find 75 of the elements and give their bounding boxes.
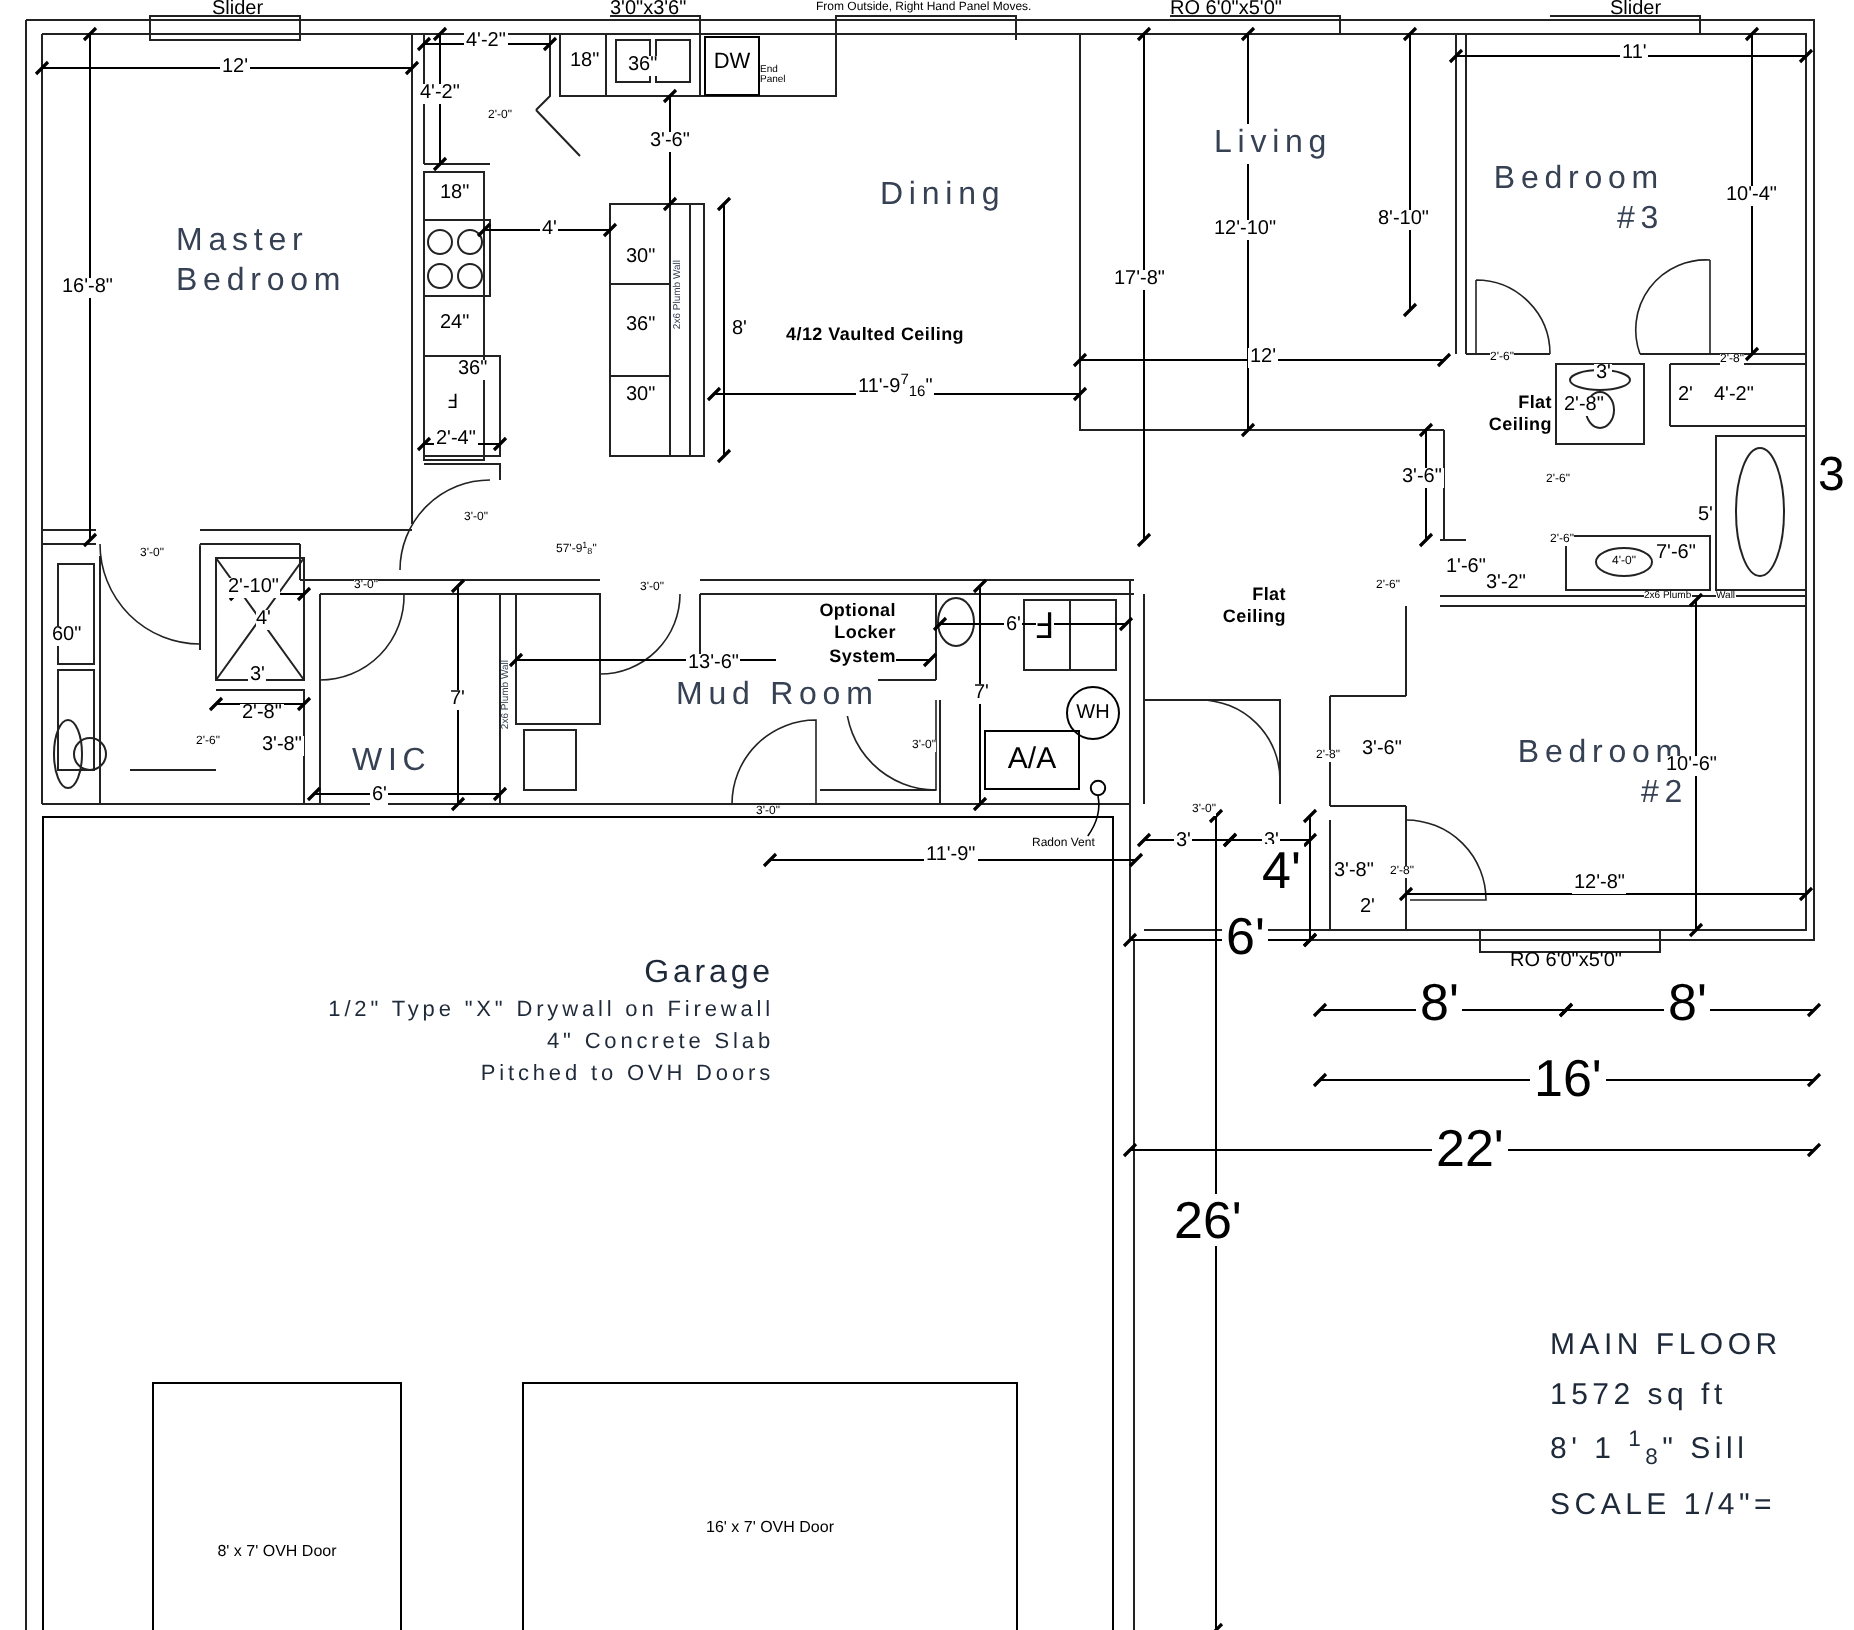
dimension-text: 1'-6" [1444,558,1488,578]
dimension-text: 30" [626,386,656,406]
garage-note: 4" Concrete Slab [546,1032,774,1054]
dimension-text: 2' [1358,898,1377,918]
dimension-text: 11'-9$^{7}$$_{16}$" [856,378,935,398]
garage-note: Pitched to OVH Doors [480,1064,774,1086]
dimension-text: 3' [1594,364,1613,384]
dimension-text: 13'-6" [686,654,741,674]
dimension-text: Ⅎ [448,394,458,414]
dimension-text: 36" [626,316,656,336]
dimension-text: 4'-2" [464,32,508,52]
window-note: Slider [212,0,264,20]
dimension-text: Ⅎ [1036,608,1054,644]
dimension-text: 60" [52,626,82,646]
dimension-text: 18" [440,184,470,204]
dimension-text: 12' [1248,348,1279,368]
room-name: Mud Room [676,676,879,716]
window-note: Slider [1610,0,1662,20]
dimension-text: 36" [628,56,658,76]
dimension-text: 18" [570,52,600,72]
dimension-text: 8' [730,320,749,340]
title-note: 1572 sq ft [1550,1380,1727,1410]
dimension-text: 3'-6" [648,132,692,152]
dimension-text: 3'-8" [260,736,304,756]
garage-area [42,816,1114,1630]
dimension-text: 36" [458,360,488,380]
air-handler-box: A/A [984,730,1080,790]
dimension-text: 4'-2" [418,84,462,104]
window-note: RO 6'0"x5'0" [1170,0,1282,20]
vent-circle [1090,780,1106,796]
dimension-text: 3' [1174,832,1193,852]
window-note: 3 [1818,452,1845,500]
dimension-text: 12'-10" [1212,220,1279,240]
dimension-text: 2'-8" [1562,396,1606,416]
dimension-text: 6' [1004,616,1023,636]
dimension-text: 12' [220,58,251,78]
dimension-text: 3'-6" [1360,740,1404,760]
dimension-text: 11' [1620,44,1649,64]
dimension-text: 24" [440,314,470,334]
garage-note: 1/2" Type "X" Drywall on Firewall [328,1000,774,1022]
title-note: MAIN FLOOR [1550,1330,1782,1360]
dimension-text: 7' [448,690,467,710]
dimension-text: 2' [1676,386,1695,406]
dimension-text: 4'-2" [1712,386,1756,406]
ceiling-note: 4/12 Vaulted Ceiling [786,324,965,347]
dimension-text: 2'-10" [226,578,281,598]
dimension-text: 2'-8" [240,704,284,724]
title-note: SCALE 1/4"= [1550,1490,1777,1520]
dimension-text: 2'-4" [434,430,478,450]
dimension-text: 5' [1696,506,1715,526]
dimension-text: 30" [626,248,656,268]
dimension-text: 4' [256,610,271,630]
dimension-text: 26' [1170,1194,1246,1246]
dimension-text: 3' [248,666,267,686]
dimension-text: 7' [972,684,991,704]
dimension-text: 4' [540,220,559,240]
window-note: RO 6'0"x5'0" [1510,952,1622,972]
dimension-text: 16'-8" [60,278,115,298]
dimension-text: 8'-10" [1376,210,1431,230]
garage-door: 8' x 7' OVH Door [152,1382,402,1630]
dimension-text: 17'-8" [1112,270,1167,290]
dimension-text: 3'-6" [1400,468,1444,488]
ceiling-note: Optional Locker System [776,600,896,668]
title-note: 8' 1 $^{1}$$_{8}$" Sill [1550,1434,1749,1464]
window-note: 3'0"x3'6" [610,0,687,20]
dimension-text: 10'-4" [1724,186,1779,206]
dimension-text: 3'-8" [1332,862,1376,882]
leader-line [1087,795,1100,837]
area-name: Garage [644,958,774,990]
dimension-text: 11'-9" [924,846,978,866]
dimension-text: 6' [370,786,389,806]
dimension-text: 7'-6" [1654,544,1698,564]
dimension-text: 12'-8" [1572,874,1627,894]
dimension-text: 3'-2" [1484,574,1528,594]
garage-door: 16' x 7' OVH Door [522,1382,1018,1630]
